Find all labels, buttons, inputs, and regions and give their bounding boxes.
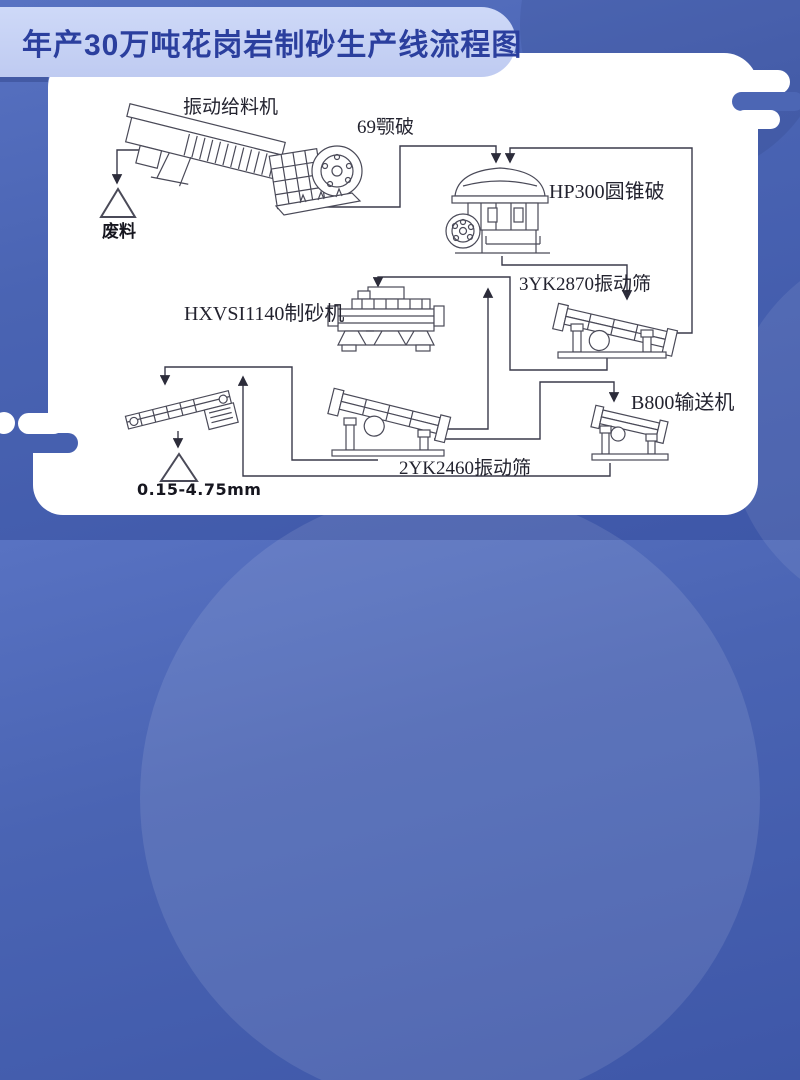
flowchart-canvas xyxy=(99,103,693,482)
page-title: 年产30万吨花岗岩制砂生产线流程图 xyxy=(22,29,523,62)
page: { "banner": { "title": "年产30万吨花岗岩制砂生产线流程… xyxy=(0,0,800,540)
cloud-bump-left xyxy=(18,413,64,434)
product-triangle xyxy=(159,452,199,482)
label-vibrating-feeder: 振动给料机 xyxy=(183,97,279,118)
flow-connectors xyxy=(111,145,693,477)
waste-triangle xyxy=(99,187,137,218)
jaw-crusher-drawing xyxy=(268,145,363,216)
title-banner: 年产30万吨花岗岩制砂生产线流程图 xyxy=(0,7,521,77)
cone-crusher-drawing xyxy=(445,167,550,254)
cloud-notch-left xyxy=(0,433,78,453)
cloud-dot-left xyxy=(0,412,15,434)
cloud-bump-right-top xyxy=(730,70,790,94)
vibrating-feeder-drawing xyxy=(124,103,286,187)
screen-2yk2460-drawing xyxy=(327,387,452,457)
edge-screen2-return-vsi xyxy=(440,287,494,430)
card-extension-bottom-left xyxy=(33,450,143,515)
label-sand-maker: HXVSI1140制砂机 xyxy=(184,303,345,325)
label-waste: 废料 xyxy=(102,222,136,242)
product-conveyor-drawing xyxy=(124,389,239,431)
edge-b800-to-merge xyxy=(237,375,611,477)
label-belt-conveyor: B800输送机 xyxy=(631,392,735,414)
edge-screen2-to-product xyxy=(159,366,378,461)
label-product-size: 0.15-4.75mm xyxy=(137,480,262,499)
edge-jaw-to-cone xyxy=(325,145,502,208)
edge-screen1-to-vsi xyxy=(372,276,608,371)
edge-screen2-to-b800 xyxy=(434,381,620,440)
belt-conveyor-drawing xyxy=(590,404,669,461)
label-screen-3yk2870: 3YK2870振动筛 xyxy=(519,274,651,295)
cloud-bump-right-bottom xyxy=(735,110,780,129)
cloud-notch-right xyxy=(732,92,800,111)
label-cone-crusher: HP300圆锥破 xyxy=(549,181,665,203)
screen-3yk2870-drawing xyxy=(552,302,679,359)
decor-circle-bottom xyxy=(140,488,760,1080)
banner-shadow xyxy=(0,77,48,82)
edge-screen1-return-cone xyxy=(504,147,693,334)
label-jaw-crusher: 69颚破 xyxy=(357,117,415,138)
edge-cone-to-screen1 xyxy=(501,256,633,301)
sand-maker-drawing xyxy=(327,286,445,352)
label-screen-2yk2460: 2YK2460振动筛 xyxy=(399,458,531,479)
